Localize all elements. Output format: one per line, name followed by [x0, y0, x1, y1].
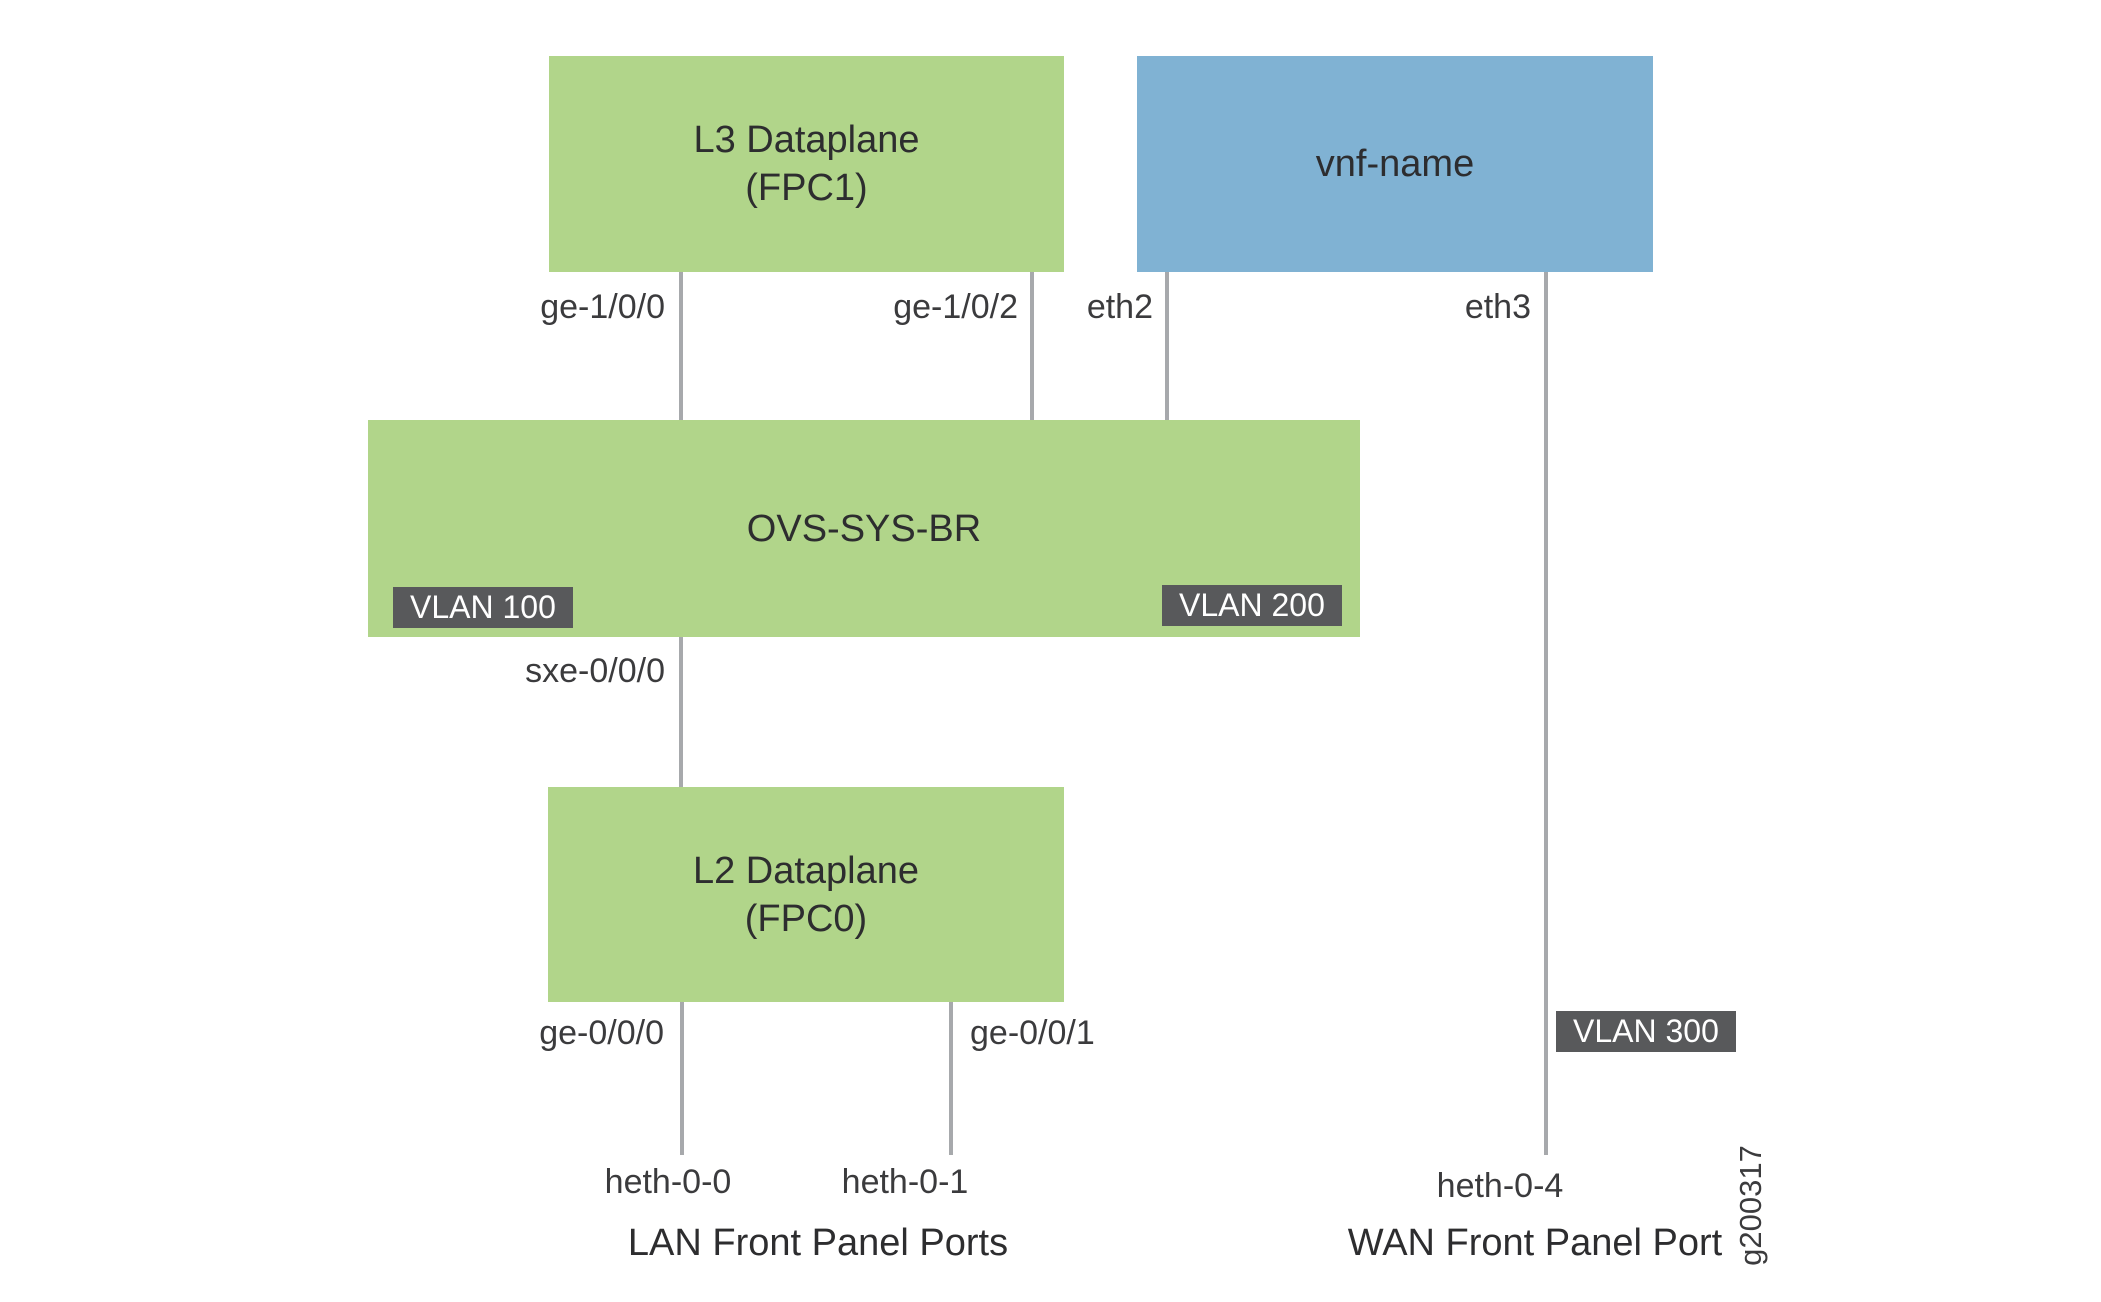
link-ge-0-0-1 [949, 1002, 953, 1155]
link-eth2 [1165, 272, 1169, 448]
l2-dataplane-label: L2 Dataplane (FPC0) [692, 849, 920, 940]
link-sxe-0-0-0 [679, 637, 683, 787]
port-label-eth3: eth3 [1464, 288, 1531, 326]
vlan-100-badge: VLAN 100 [393, 587, 573, 628]
link-ge-1-0-0 [679, 272, 683, 420]
vnf-label: vnf-name [1315, 143, 1475, 185]
link-ge-1-0-2 [1030, 272, 1034, 448]
vlan-200-badge: VLAN 200 [1162, 585, 1342, 626]
port-label-heth-0-4: heth-0-4 [1436, 1167, 1564, 1205]
l3-dataplane-label: L3 Dataplane (FPC1) [693, 119, 920, 209]
vlan-300-badge: VLAN 300 [1556, 1011, 1736, 1052]
ovs-sys-br-label: OVS-SYS-BR [746, 507, 982, 550]
port-label-sxe-0-0-0: sxe-0/0/0 [525, 652, 665, 690]
lan-front-panel-caption: LAN Front Panel Ports [627, 1222, 1009, 1264]
port-label-ge-1-0-2: ge-1/0/2 [893, 288, 1018, 326]
l3-dataplane-node: L3 Dataplane (FPC1) [549, 56, 1064, 272]
wan-front-panel-caption: WAN Front Panel Port [1347, 1222, 1723, 1264]
figure-id: g200317 [1732, 1145, 1768, 1266]
l2-dataplane-node: L2 Dataplane (FPC0) [548, 787, 1064, 1002]
port-label-heth-0-1: heth-0-1 [841, 1163, 969, 1201]
port-label-ge-0-0-0: ge-0/0/0 [539, 1014, 664, 1052]
port-label-ge-1-0-0: ge-1/0/0 [540, 288, 665, 326]
vnf-node: vnf-name [1137, 56, 1653, 272]
port-label-eth2: eth2 [1086, 288, 1153, 326]
link-ge-0-0-0 [680, 1002, 684, 1155]
port-label-ge-0-0-1: ge-0/0/1 [970, 1014, 1095, 1052]
link-eth3 [1544, 272, 1548, 1155]
port-label-heth-0-0: heth-0-0 [604, 1163, 732, 1201]
